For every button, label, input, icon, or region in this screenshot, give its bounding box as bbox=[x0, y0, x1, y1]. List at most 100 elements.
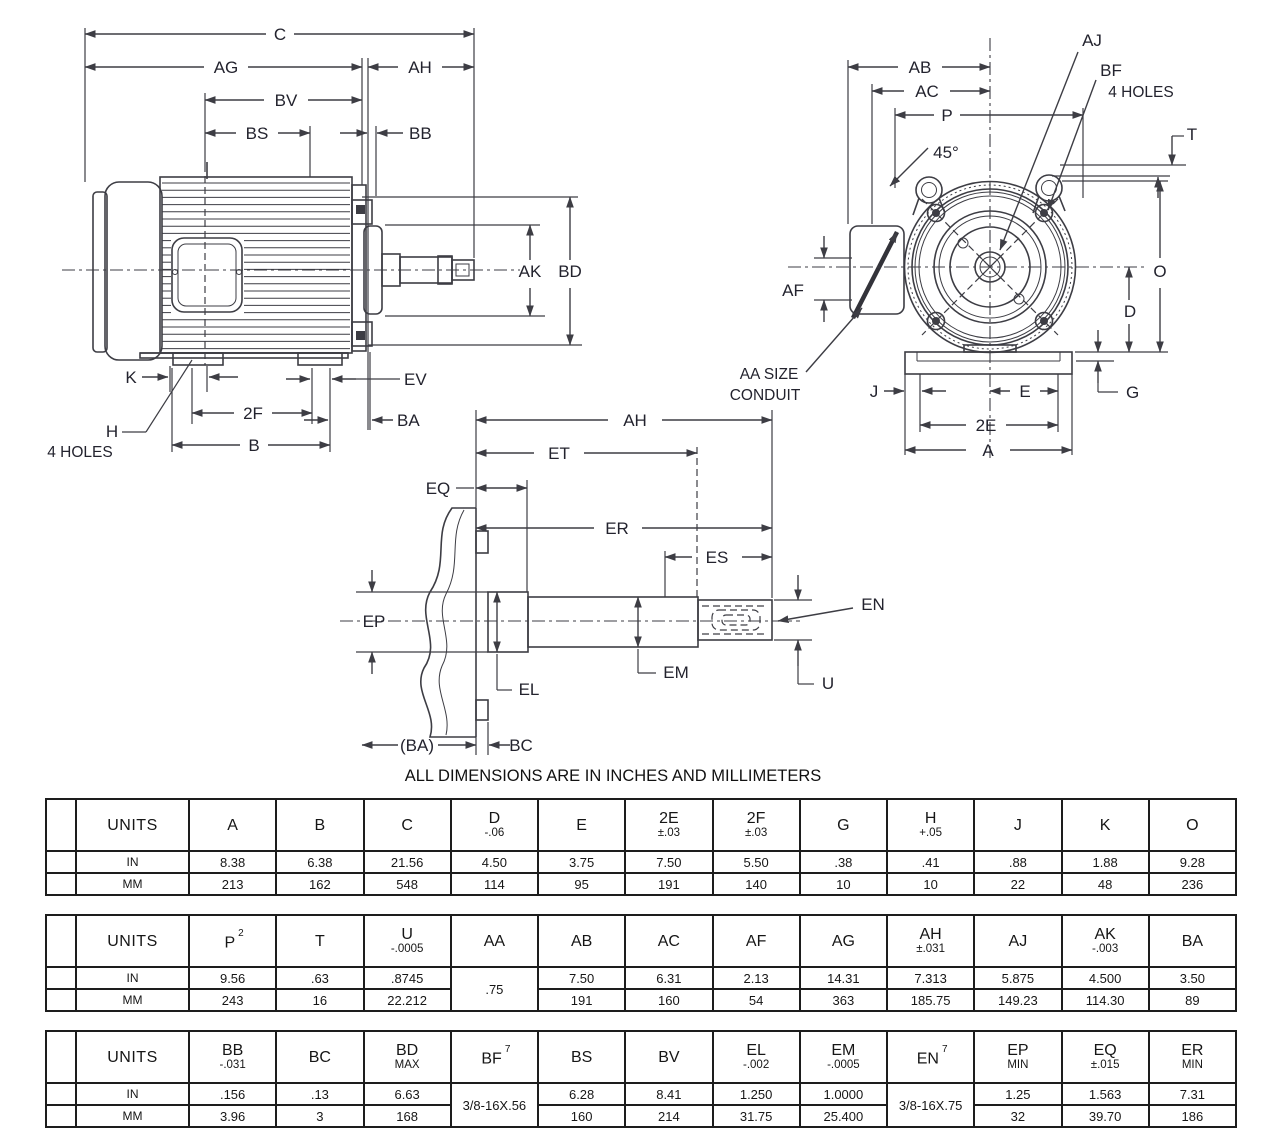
dim-label-c: C bbox=[274, 25, 286, 44]
dim-label-b: B bbox=[248, 436, 259, 455]
header-cell-bf: BF7 bbox=[449, 1030, 540, 1084]
value-cell: 22.212 bbox=[362, 988, 452, 1012]
header-cell-bc: BC bbox=[275, 1030, 365, 1084]
dim-label-es: ES bbox=[706, 548, 729, 567]
header-cell-a: A bbox=[187, 798, 278, 852]
header-cell-u: U-.0005 bbox=[362, 914, 452, 968]
value-cell: 89 bbox=[1147, 988, 1238, 1012]
value-cell: 140 bbox=[711, 872, 801, 896]
header-cell-en: EN7 bbox=[885, 1030, 976, 1084]
value-cell: 191 bbox=[624, 872, 714, 896]
dim-label-aa-size: AA SIZE bbox=[740, 366, 799, 383]
end-view-dimensions bbox=[805, 51, 1186, 455]
value-cell: 95 bbox=[536, 872, 627, 896]
conduit-box bbox=[849, 225, 905, 320]
header-cell-bs: BS bbox=[536, 1030, 627, 1084]
value-cell: 162 bbox=[275, 872, 365, 896]
header-cell-b: B bbox=[275, 798, 365, 852]
motor-end-view: AB AC P 45° AJ BF 4 HOLES T AF AA SIZE C… bbox=[730, 31, 1198, 460]
value-cell: 7.31 bbox=[1147, 1082, 1238, 1106]
dim-label-el: EL bbox=[519, 680, 540, 699]
spacer-cell bbox=[45, 798, 77, 852]
header-cell-t: T bbox=[275, 914, 365, 968]
dim-label-d: D bbox=[1124, 302, 1136, 321]
motor-side-view: C AG AH BV BS BB AK BD K H 4 HOLES 2F B … bbox=[47, 25, 582, 461]
value-cell: 2.13 bbox=[711, 966, 801, 990]
value-cell: 243 bbox=[187, 988, 278, 1012]
header-cell-ak: AK-.003 bbox=[1060, 914, 1150, 968]
value-cell: 3 bbox=[275, 1104, 365, 1128]
value-cell: 191 bbox=[536, 988, 627, 1012]
dim-label-et: ET bbox=[548, 444, 570, 463]
dimension-drawing: C AG AH BV BS BB AK BD K H 4 HOLES 2F B … bbox=[47, 25, 1198, 755]
spacer-cell bbox=[45, 966, 77, 990]
value-cell: 1.563 bbox=[1060, 1082, 1150, 1106]
value-cell: 7.50 bbox=[536, 966, 627, 990]
dim-label-h-holes: 4 HOLES bbox=[47, 444, 112, 461]
value-cell: 185.75 bbox=[885, 988, 976, 1012]
dim-label-j: J bbox=[870, 382, 879, 401]
value-cell: .88 bbox=[973, 850, 1063, 874]
value-cell: 9.28 bbox=[1147, 850, 1238, 874]
header-cell-2f: 2F±.03 bbox=[711, 798, 801, 852]
dim-label-2f: 2F bbox=[243, 404, 263, 423]
dim-label-ev: EV bbox=[404, 370, 427, 389]
dim-label-bc: BC bbox=[509, 736, 533, 755]
end-view-labels: AB AC P 45° AJ BF 4 HOLES T AF AA SIZE C… bbox=[730, 31, 1198, 460]
spacer-cell bbox=[45, 988, 77, 1012]
value-cell: 3/8-16X.56 bbox=[449, 1082, 540, 1128]
header-cell-units: UNITS bbox=[75, 798, 190, 852]
dim-label-h: H bbox=[106, 422, 118, 441]
dim-label-ba-ref: (BA) bbox=[400, 736, 434, 755]
unit-cell: MM bbox=[75, 872, 190, 896]
dim-label-ep: EP bbox=[363, 612, 386, 631]
header-cell-j: J bbox=[973, 798, 1063, 852]
dim-label-ah: AH bbox=[408, 58, 432, 77]
value-cell: .13 bbox=[275, 1082, 365, 1106]
value-cell: 21.56 bbox=[362, 850, 452, 874]
bf-bolt-holes bbox=[926, 203, 1054, 331]
value-cell: 5.875 bbox=[973, 966, 1063, 990]
unit-cell: IN bbox=[75, 966, 190, 990]
header-cell-af: AF bbox=[711, 914, 801, 968]
dim-label-em: EM bbox=[663, 663, 689, 682]
value-cell: 186 bbox=[1147, 1104, 1238, 1128]
value-cell: .63 bbox=[275, 966, 365, 990]
dim-label-a: A bbox=[982, 441, 994, 460]
motor-side-outline bbox=[62, 162, 520, 366]
spacer-cell bbox=[45, 872, 77, 896]
value-cell: 31.75 bbox=[711, 1104, 801, 1128]
header-cell-aa: AA bbox=[449, 914, 540, 968]
value-cell: 32 bbox=[973, 1104, 1063, 1128]
value-cell: 214 bbox=[624, 1104, 714, 1128]
header-cell-em: EM-.0005 bbox=[798, 1030, 889, 1084]
spacer-cell bbox=[45, 914, 77, 968]
value-cell: 14.31 bbox=[798, 966, 889, 990]
dim-label-shaft-ah: AH bbox=[623, 411, 647, 430]
dim-label-en: EN bbox=[861, 595, 885, 614]
value-cell: 16 bbox=[275, 988, 365, 1012]
value-cell: 48 bbox=[1060, 872, 1150, 896]
header-cell-h: H+.05 bbox=[885, 798, 976, 852]
header-cell-ba: BA bbox=[1147, 914, 1238, 968]
value-cell: 114 bbox=[449, 872, 540, 896]
value-cell: .8745 bbox=[362, 966, 452, 990]
header-cell-c: C bbox=[362, 798, 452, 852]
header-cell-eq: EQ±.015 bbox=[1060, 1030, 1150, 1084]
dim-label-bb: BB bbox=[409, 124, 432, 143]
side-view-dimensions bbox=[84, 28, 582, 452]
dim-label-ak: AK bbox=[519, 262, 542, 281]
shaft-dimensions bbox=[356, 410, 854, 755]
shaft-detail-view: AH ET EQ ER ES EP EL EM EN U (BA) BC bbox=[340, 410, 885, 755]
dim-label-k: K bbox=[125, 368, 137, 387]
value-cell: 5.50 bbox=[711, 850, 801, 874]
header-cell-g: G bbox=[798, 798, 889, 852]
header-cell-ag: AG bbox=[798, 914, 889, 968]
header-cell-bb: BB-.031 bbox=[187, 1030, 278, 1084]
value-cell: 7.50 bbox=[624, 850, 714, 874]
